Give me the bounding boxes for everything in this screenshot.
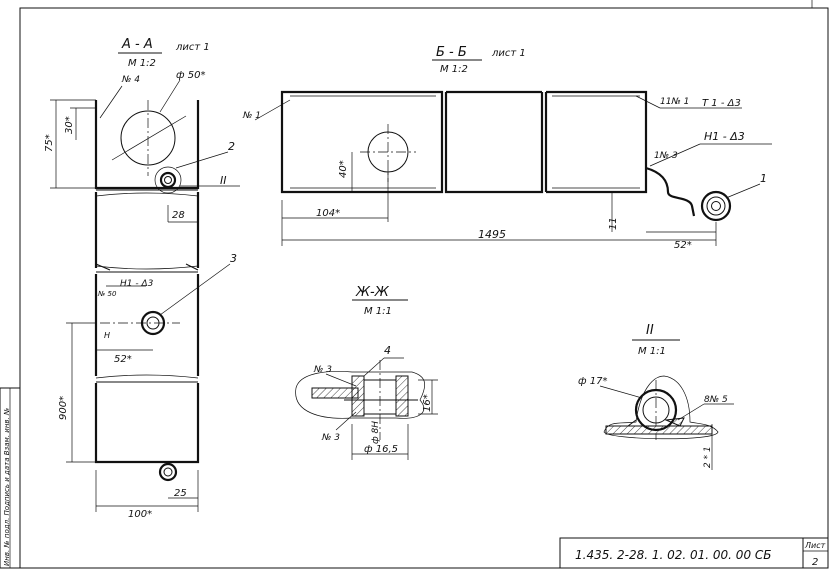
dim-104: 104*: [316, 208, 340, 219]
callout-n50: № 50: [97, 290, 117, 298]
section-bb-scale: М 1:2: [440, 64, 468, 75]
callout-pos4: 4: [384, 344, 391, 357]
callout-pos1: 1: [760, 172, 767, 185]
callout-n3-a: № 3: [313, 365, 332, 375]
callout-roman-ii: II: [220, 174, 227, 187]
detail-ii-scale: М 1:1: [638, 346, 666, 357]
detail-ii-title: II: [646, 323, 654, 338]
dim-900: 900*: [58, 396, 69, 420]
section-bb: Б - Б лист 1 М 1:2 1495 104* 40* 52* 11: [242, 45, 772, 251]
callout-n1-left: № 1: [242, 111, 261, 121]
title-block: 1.435. 2-28. 1. 02. 01. 00. 00 СБ Лист 2: [559, 537, 829, 569]
dim-d16-5: ф 16,5: [364, 444, 398, 455]
dim-d50: ф 50*: [176, 70, 205, 81]
dim-40: 40*: [338, 160, 349, 178]
side-stamp: Инв. № подл. Подпись и дата Взам. инв. №: [0, 387, 21, 569]
callout-n1-right: 11№ 1: [660, 97, 689, 107]
dim-d17: ф 17*: [578, 376, 607, 387]
callout-n5: 8№ 5: [704, 395, 728, 405]
callout-pos2: 2: [228, 140, 235, 153]
dim-100: 100*: [128, 509, 152, 520]
side-stamp-text: Инв. № подл. Подпись и дата Взам. инв. №: [3, 408, 11, 566]
dim-75: 75*: [44, 134, 55, 152]
sheet-frame: [19, 0, 829, 569]
cutting-plane-marks: [95, 263, 199, 287]
dim-28: 28: [172, 210, 185, 221]
h-small-label: Н: [104, 331, 110, 340]
section-aa-scale: М 1:2: [128, 58, 156, 69]
section-aa-title: А - А: [121, 37, 153, 52]
detail-ii: II М 1:1 ф 17* 8№ 5 2 * 1: [578, 323, 734, 470]
section-aa: А - А лист 1 М 1:2 75* 30* 2: [44, 37, 240, 520]
sheet-label: Лист: [804, 541, 826, 550]
dim-11: 11: [608, 217, 619, 230]
drawing-code: 1.435. 2-28. 1. 02. 01. 00. 00 СБ: [575, 548, 772, 562]
section-zhzh: Ж-Ж М 1:1 № 3 № 3 4 16* ф 16,5 ф 8Н: [295, 285, 438, 460]
callout-n3: 1№ 3: [654, 151, 678, 161]
callout-n3-b: № 3: [321, 433, 340, 443]
section-zhzh-scale: М 1:1: [364, 306, 392, 317]
sheet-number: 2: [812, 557, 818, 568]
section-zhzh-title: Ж-Ж: [355, 285, 390, 300]
callout-t1: Т 1 - Δ3: [702, 98, 741, 109]
dim-1495: 1495: [478, 228, 506, 241]
dim-30: 30*: [64, 116, 75, 134]
dim-25: 25: [174, 488, 187, 499]
callout-pos3: 3: [230, 252, 237, 265]
dim-16: 16*: [422, 394, 433, 412]
section-aa-sheet: лист 1: [175, 42, 210, 53]
callout-h1-mid: Н1 - Δ3: [120, 279, 154, 289]
dim-52-top: 52*: [674, 240, 692, 251]
dim-2: 2 * 1: [703, 446, 713, 468]
callout-h1-main: Н1 - Δ3: [704, 130, 745, 143]
dim-52-mid: 52*: [114, 354, 132, 365]
section-bb-sheet: лист 1: [491, 48, 526, 59]
section-bb-title: Б - Б: [436, 45, 467, 60]
dim-d8h: ф 8Н: [371, 421, 381, 444]
callout-n4: № 4: [121, 75, 140, 85]
